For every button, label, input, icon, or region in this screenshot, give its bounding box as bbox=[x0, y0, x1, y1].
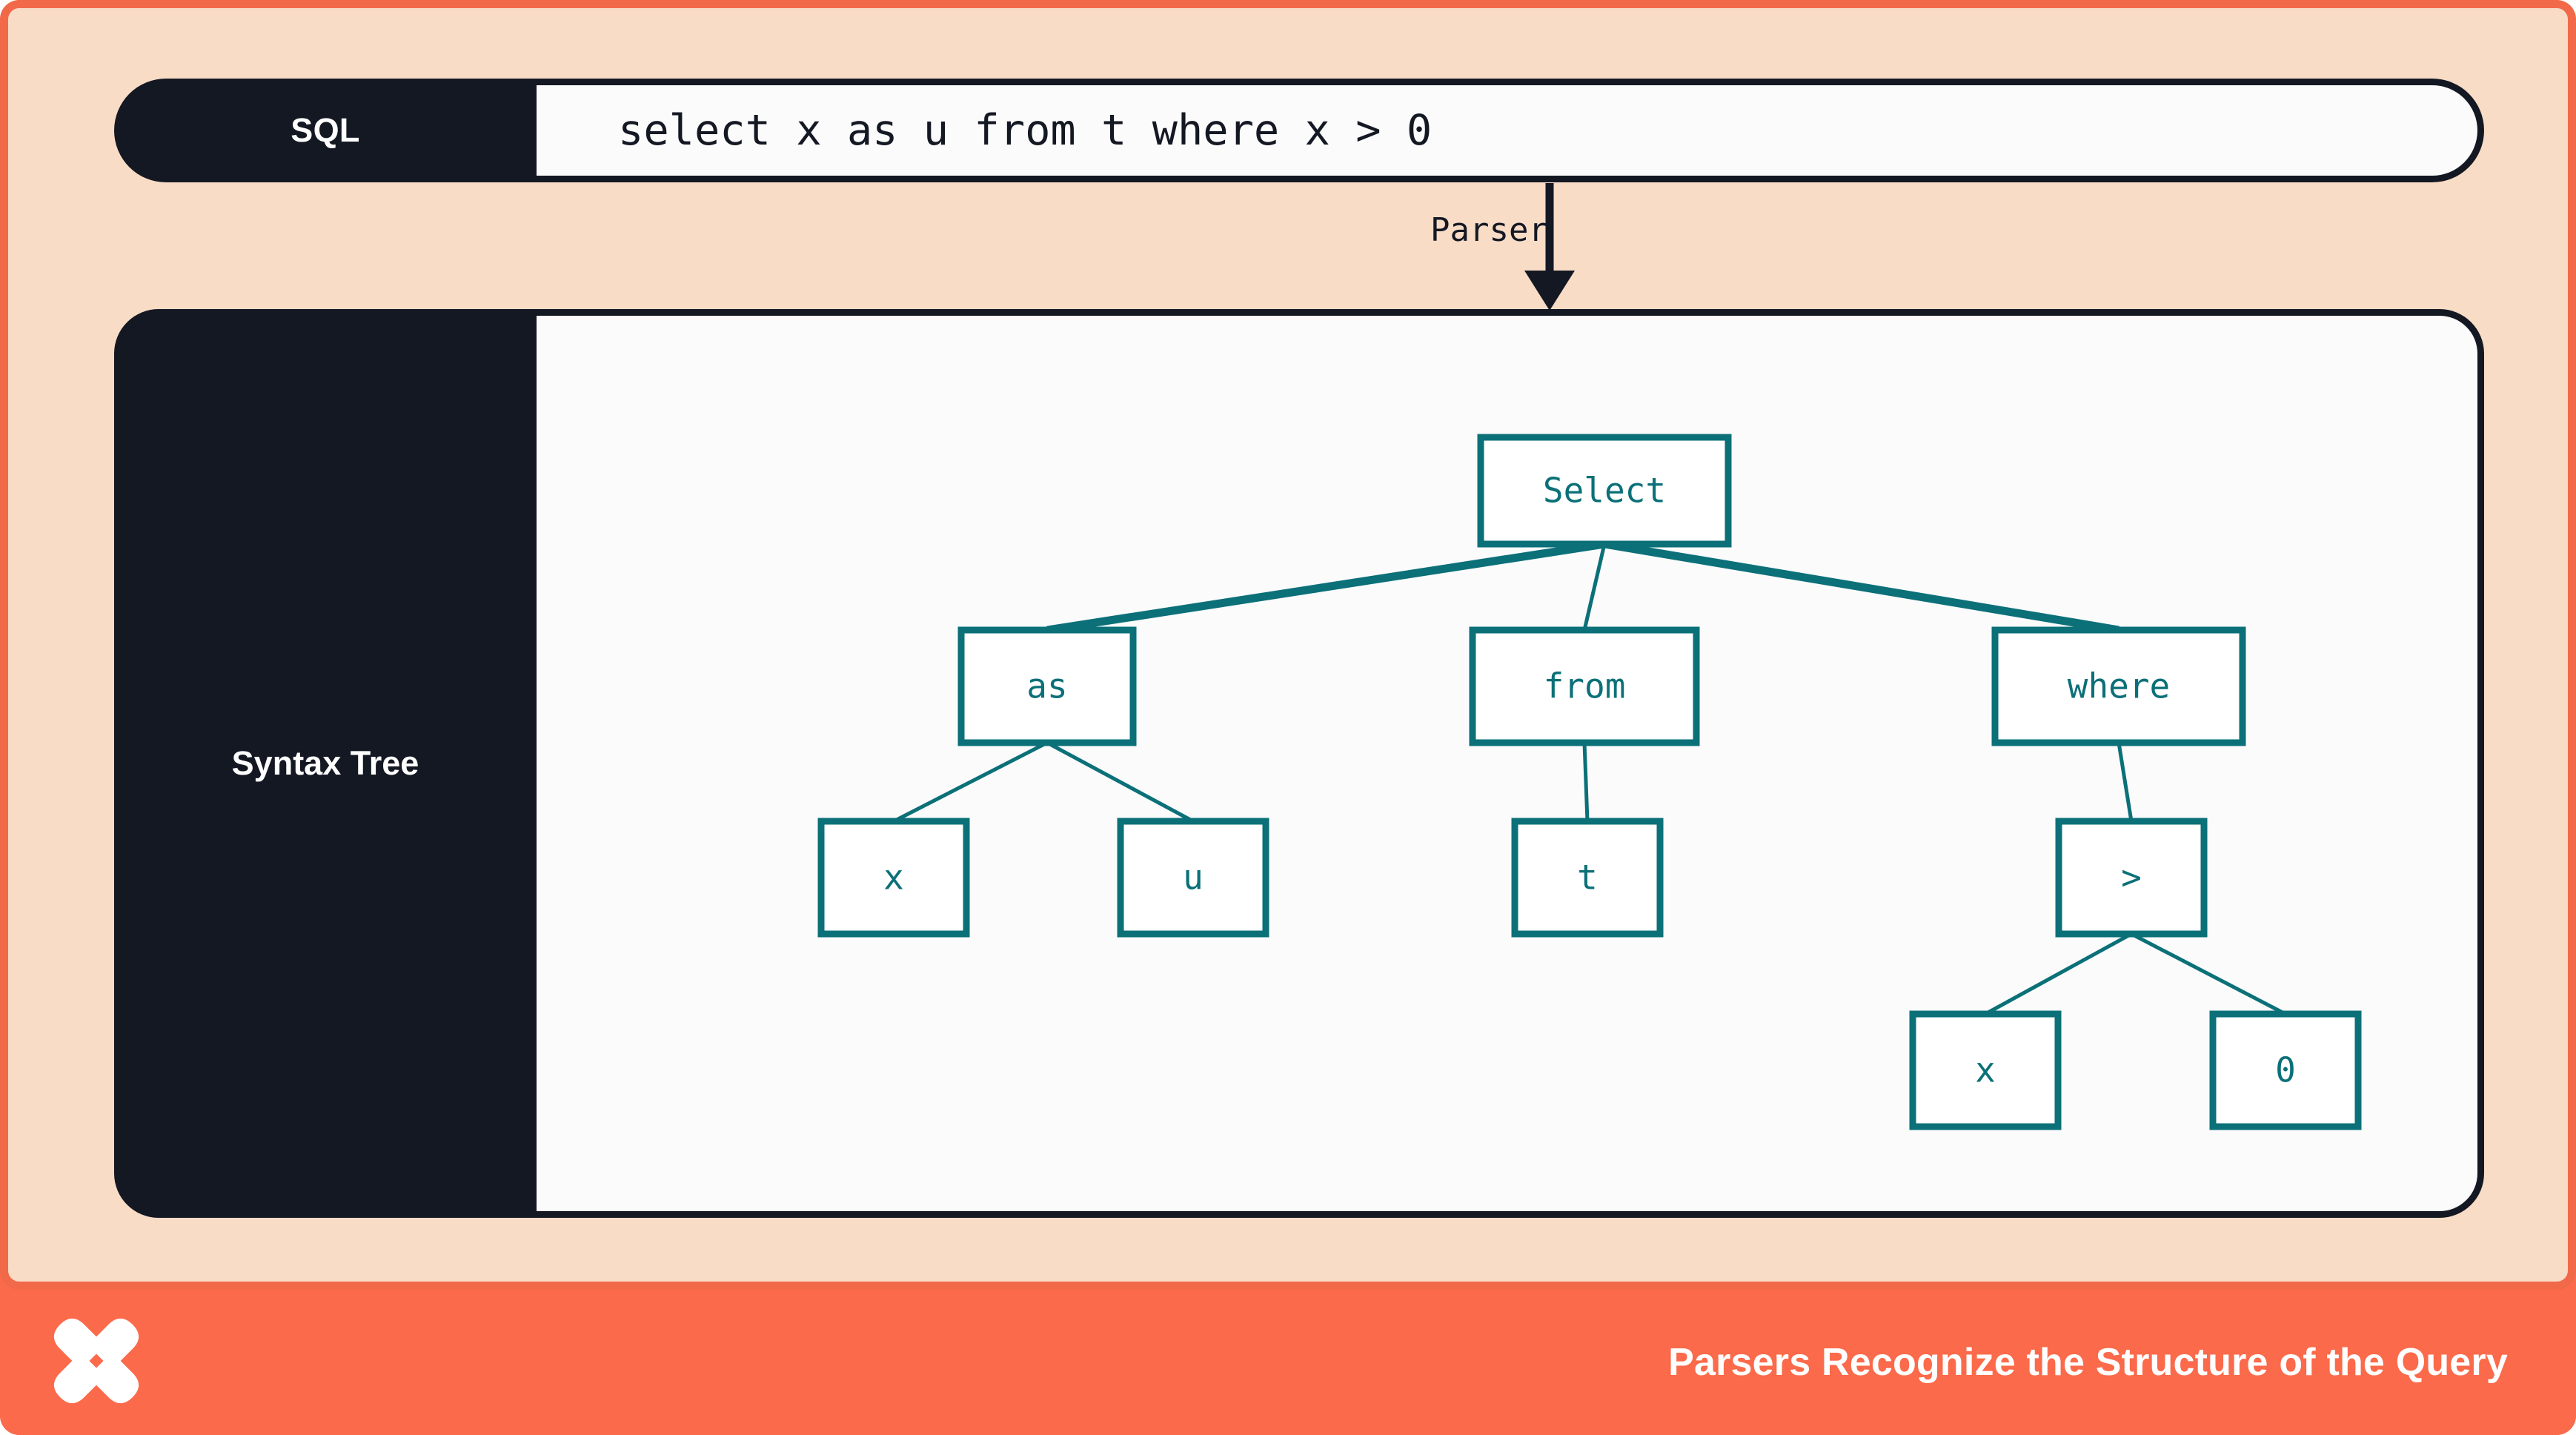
tree-edge bbox=[892, 740, 1049, 823]
tree-node[interactable]: u bbox=[1117, 818, 1269, 938]
tree-node-label: x bbox=[883, 858, 904, 898]
tree-node[interactable]: x bbox=[1909, 1010, 2062, 1130]
tree-node[interactable]: 0 bbox=[2209, 1010, 2362, 1130]
tree-node[interactable]: t bbox=[1511, 818, 1664, 938]
tree-node-label: 0 bbox=[2275, 1050, 2296, 1090]
tree-node-label: > bbox=[2121, 858, 2142, 898]
tree-node-box bbox=[1117, 818, 1269, 938]
sql-label: SQL bbox=[114, 79, 537, 182]
tree-node-layer: Select as from where x u t > x 0 bbox=[817, 434, 2362, 1130]
tree-edge-layer bbox=[892, 540, 2287, 1016]
parser-transform: Parser bbox=[1298, 183, 1609, 311]
tree-node-box bbox=[817, 818, 970, 938]
tree-node-box bbox=[1909, 1010, 2062, 1130]
tree-node-box bbox=[1477, 434, 1732, 548]
tree-node[interactable]: as bbox=[957, 626, 1137, 746]
x-mark-logo-icon bbox=[53, 1318, 139, 1404]
sql-row: SQL select x as u from t where x > 0 bbox=[114, 79, 2484, 182]
sql-query-input[interactable]: select x as u from t where x > 0 bbox=[537, 79, 2484, 182]
syntax-tree-canvas: Select as from where x u t > x 0 bbox=[537, 309, 2484, 1218]
tree-node-label: u bbox=[1183, 858, 1204, 898]
tree-node-box bbox=[1991, 626, 2246, 746]
tree-node-label: Select bbox=[1543, 471, 1666, 511]
tree-node[interactable]: x bbox=[817, 818, 970, 938]
parser-label: Parser bbox=[1430, 211, 1548, 249]
tree-node-box bbox=[1469, 626, 1700, 746]
tree-node-box bbox=[2209, 1010, 2362, 1130]
tree-node[interactable]: where bbox=[1991, 626, 2246, 746]
tree-node-box bbox=[1511, 818, 1664, 938]
tree-node-box bbox=[2055, 818, 2208, 938]
syntax-tree-panel: Syntax Tree Select as from where x u t > x 0 bbox=[114, 309, 2484, 1218]
footer-bar: Parsers Recognize the Structure of the Q… bbox=[0, 1290, 2576, 1435]
tree-edge bbox=[1046, 540, 1605, 634]
syntax-tree-graph: Select as from where x u t > x 0 bbox=[817, 434, 2362, 1130]
tree-node[interactable]: > bbox=[2055, 818, 2208, 938]
tree-edge bbox=[1984, 932, 2133, 1016]
tree-edge bbox=[1604, 540, 2119, 634]
tree-node[interactable]: from bbox=[1469, 626, 1700, 746]
tree-node-label: from bbox=[1544, 666, 1626, 706]
tree-edge bbox=[1582, 742, 1590, 822]
tree-node-label: where bbox=[2068, 666, 2170, 706]
tree-node-label: x bbox=[1975, 1050, 1996, 1090]
tree-node[interactable]: Select bbox=[1477, 434, 1732, 548]
content-card: SQL select x as u from t where x > 0 Par… bbox=[0, 0, 2576, 1290]
tree-edge bbox=[2117, 742, 2134, 822]
tree-edge bbox=[2130, 932, 2287, 1016]
tree-node-label: t bbox=[1577, 858, 1598, 898]
tree-node-box bbox=[957, 626, 1137, 746]
parser-arrow-icon bbox=[1524, 183, 1575, 311]
footer-caption: Parsers Recognize the Structure of the Q… bbox=[1668, 1341, 2508, 1384]
tree-edge bbox=[1046, 740, 1195, 823]
tree-edge bbox=[1582, 543, 1607, 631]
tree-node-label: as bbox=[1026, 666, 1067, 706]
syntax-tree-label: Syntax Tree bbox=[114, 309, 537, 1218]
